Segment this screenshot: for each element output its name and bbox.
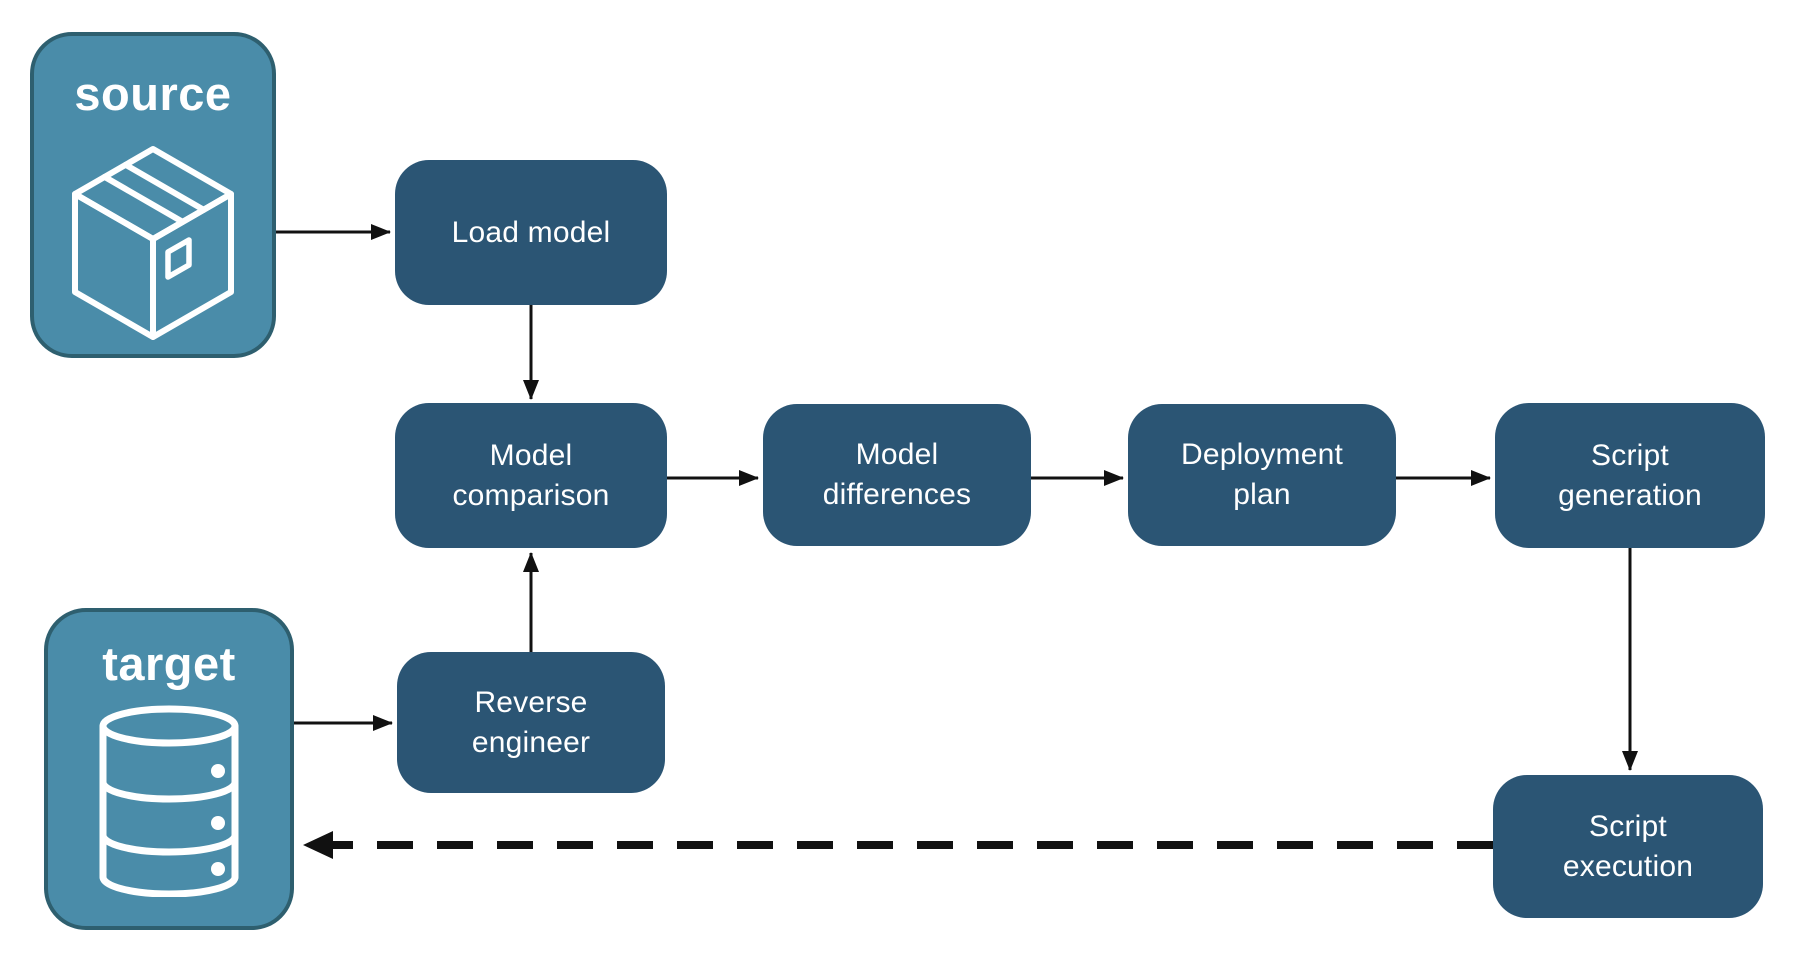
node-label: Model comparison — [452, 438, 610, 512]
node-label: Reverse engineer — [471, 685, 591, 759]
node-label: Script generation — [1558, 438, 1702, 512]
package-icon — [72, 146, 234, 340]
source-label: source — [74, 67, 232, 120]
node-label: Model differences — [822, 438, 972, 511]
target-label: target — [102, 637, 236, 690]
entity-target: target — [44, 608, 294, 930]
node-reverse-engineer: Reverse engineer — [397, 652, 665, 793]
node-label: Deployment plan — [1180, 438, 1344, 511]
node-label: Script execution — [1562, 809, 1694, 883]
node-load-model: Load model — [395, 160, 667, 305]
node-model-comparison: Model comparison — [395, 403, 667, 548]
node-script-generation: Script generation — [1495, 403, 1765, 548]
node-script-execution: Script execution — [1493, 775, 1763, 918]
entity-source: source — [30, 32, 276, 358]
node-model-differences: Model differences — [763, 404, 1031, 546]
node-deployment-plan: Deployment plan — [1128, 404, 1396, 546]
database-icon — [99, 705, 239, 897]
node-label: Load model — [451, 215, 611, 249]
